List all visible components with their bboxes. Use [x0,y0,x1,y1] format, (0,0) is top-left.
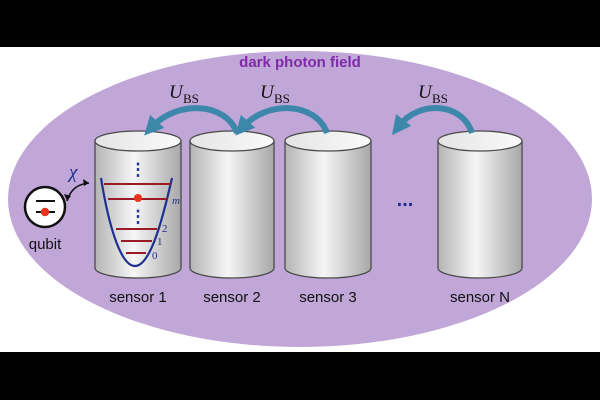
potential-well [99,177,174,268]
sensor-label-1: sensor 1 [109,289,167,306]
sensor-ellipsis: ... [397,189,414,211]
bs-symbol: U [418,82,433,103]
sensor-label-2: sensor 2 [203,289,261,306]
coupling-arrowhead-icon [64,194,71,201]
excitation-dot [134,194,142,202]
bs-arrow-2-to-3-icon [235,105,330,136]
sensor-label-n: sensor N [450,289,510,306]
level-label-1: 1 [157,236,163,248]
sensor-label-3: sensor 3 [299,289,357,306]
coupling-arrowhead-icon [83,179,89,186]
bs-symbol: U [260,82,275,103]
bs-arrow-n-icon [391,105,475,136]
beam-splitter-label-2: U BS [260,82,290,106]
beam-splitter-label-3: U BS [418,82,448,106]
level-label-2: 2 [162,223,168,235]
energy-levels: ⋮ ⋮ m 2 1 0 [99,160,180,268]
beam-splitter-label-1: U BS [169,82,199,106]
bs-symbol: U [169,82,184,103]
bs-subscript: BS [432,91,448,106]
levels-mid-dots: ⋮ [130,207,147,226]
qubit-label: qubit [29,236,62,253]
sensor-cylinder-n [437,130,523,279]
coupling-label: χ [67,162,78,183]
level-label-0: 0 [152,250,158,262]
sensor-cylinder-1 [94,130,182,279]
sensor-cylinder-2 [189,130,275,279]
level-label-m: m [172,195,180,207]
field-label: dark photon field [239,54,361,71]
bs-arrow-1-to-2-icon [144,105,240,136]
bs-subscript: BS [274,91,290,106]
qubit-icon [23,185,67,229]
levels-top-dots: ⋮ [130,160,147,179]
sensor-cylinder-3 [284,130,372,279]
bs-subscript: BS [183,91,199,106]
